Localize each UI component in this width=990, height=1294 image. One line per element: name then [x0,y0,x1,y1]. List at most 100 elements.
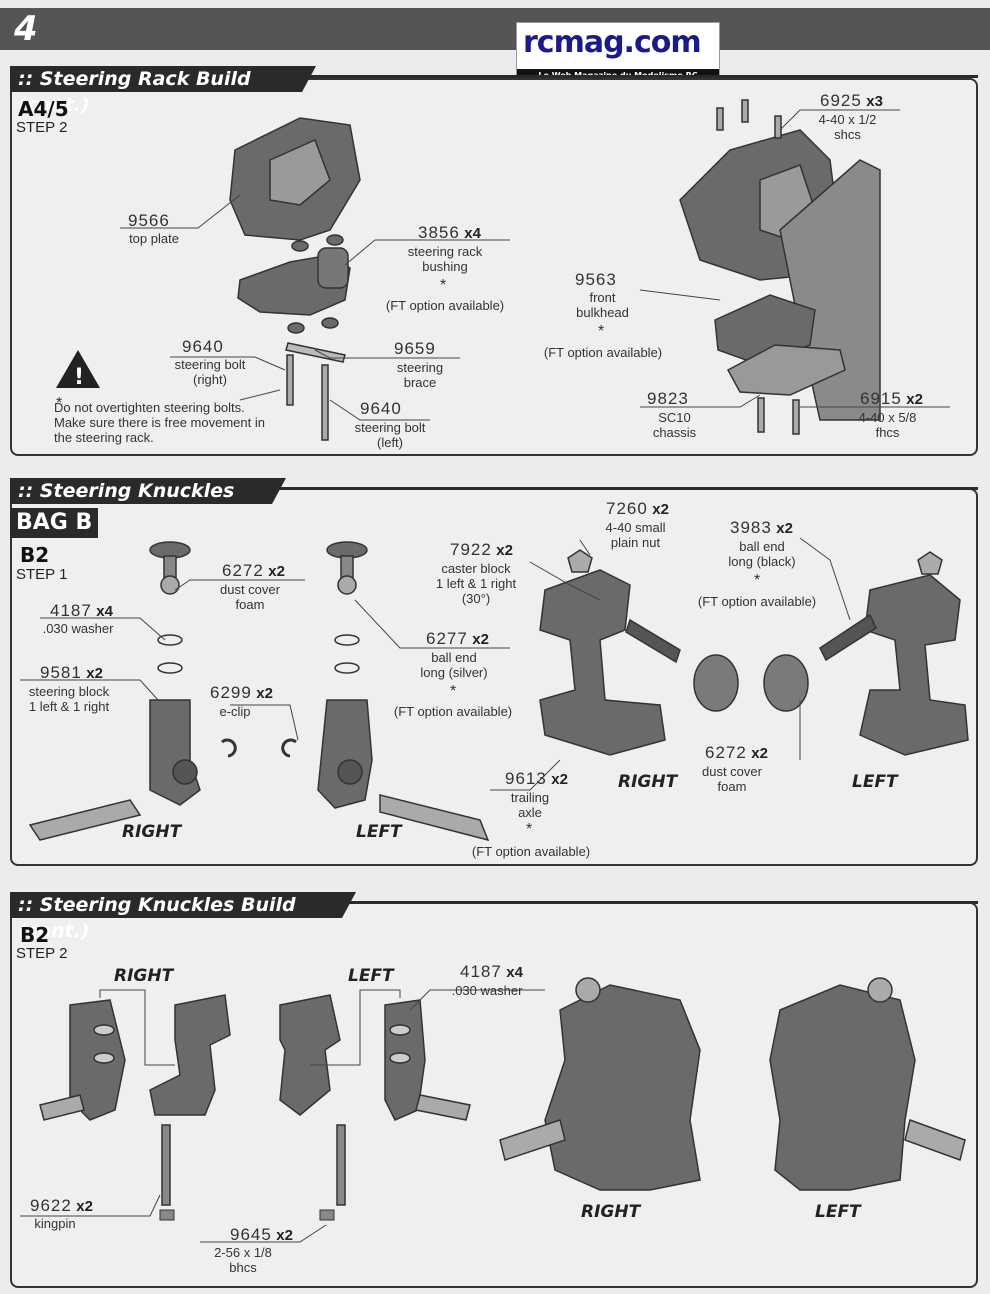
svg-text:!: ! [74,365,84,390]
label-6277: 6277 x2 [426,629,489,649]
bushing-4 [321,317,339,329]
star-3983: * [754,572,761,589]
section1-rule [302,75,978,78]
axle-right [28,799,142,841]
label-6272a: 6272 x2 [222,561,285,581]
warning-text: Do not overtighten steering bolts. Make … [54,400,265,445]
ball-end-left [337,575,357,595]
label-left-2: LEFT [852,772,898,792]
star-9613: * [526,821,533,838]
logo-text: rcmag.com [523,25,702,60]
desc-9566: top plate [129,231,179,246]
foam-caster-right [693,654,739,712]
assembled-right [544,984,701,1191]
option-9563: (FT option available) [543,345,663,360]
label-left-4: LEFT [815,1202,861,1222]
desc-6299: e-clip [219,704,251,719]
ball-end-black-left [819,613,877,662]
foam-caster-left [763,654,809,712]
desc-4187: .030 washer [42,621,114,636]
section3-step-code: B2 [20,923,50,947]
desc-9622: kingpin [34,1216,76,1231]
steering-bolt-right [286,354,294,406]
option-3983: (FT option available) [697,594,817,609]
label-9566: 9566 [128,211,170,230]
warning-star: * [56,395,63,412]
steering-bolt-left [321,364,329,441]
label-9622: 9622 x2 [30,1196,93,1216]
label-9640-right: 9640 [182,337,224,356]
option-9613: (FT option available) [471,844,591,859]
steering-brace-shape [285,342,346,363]
section1-title: :: Steering Rack Build (cont.) [10,66,316,116]
star-3856: * [440,277,447,294]
label-6925: 6925 x3 [820,91,883,111]
label-9581: 9581 x2 [40,663,103,683]
desc-9640-right: steering bolt(right) [174,357,246,387]
label-7260: 7260 x2 [606,499,669,519]
option-6277: (FT option available) [393,704,513,719]
section1-step-code: A4/5 [18,97,69,121]
kingpin-right [161,1124,171,1206]
section3-title: :: Steering Knuckles Build (cont.) [10,892,356,942]
bushing-1 [291,240,309,252]
warning-icon [56,350,100,388]
section3-rule [342,901,978,904]
label-6915: 6915 x2 [860,389,923,409]
label-9613: 9613 x2 [505,769,568,789]
star-9563: * [598,323,605,340]
ball-end-right [160,575,180,595]
label-3856: 3856 x4 [418,223,481,243]
ball-end-black-right [625,618,681,664]
page-header-bar [0,8,990,50]
label-right-3: RIGHT [114,966,174,986]
label-9823: 9823 [647,389,689,408]
label-6272b: 6272 x2 [705,743,768,763]
desc-9640-left: steering bolt(left) [354,420,426,450]
nut-right [567,549,593,573]
chassis-plate-shape [726,344,846,396]
star-6277: * [450,683,457,700]
assembled-left [769,984,916,1191]
desc-4187-s3: .030 washer [451,983,523,998]
section2-step-code: B2 [20,543,50,567]
label-6299: 6299 x2 [210,683,273,703]
section3-step-label: STEP 2 [16,945,68,962]
label-left-3: LEFT [348,966,394,986]
section2-rule [272,487,978,490]
caster-block-right [539,569,666,756]
nut-left [917,551,943,575]
bushing-3 [287,322,305,334]
label-9640-left: 9640 [360,399,402,418]
axle-left [379,794,490,842]
section2-step-label: STEP 1 [16,566,68,583]
label-9659: 9659 [394,339,436,358]
label-7922: 7922 x2 [450,540,513,560]
bag-label: BAG B [10,508,99,538]
label-3983: 3983 x2 [730,518,793,538]
caster-block-left [859,574,969,756]
label-right-4: RIGHT [581,1202,641,1222]
label-right-2: RIGHT [618,772,678,792]
section1-step-label: STEP 2 [16,119,68,136]
label-right-1: RIGHT [122,822,182,842]
label-left-1: LEFT [356,822,402,842]
option-3856: (FT option available) [385,298,505,313]
label-4187: 4187 x4 [50,601,113,621]
